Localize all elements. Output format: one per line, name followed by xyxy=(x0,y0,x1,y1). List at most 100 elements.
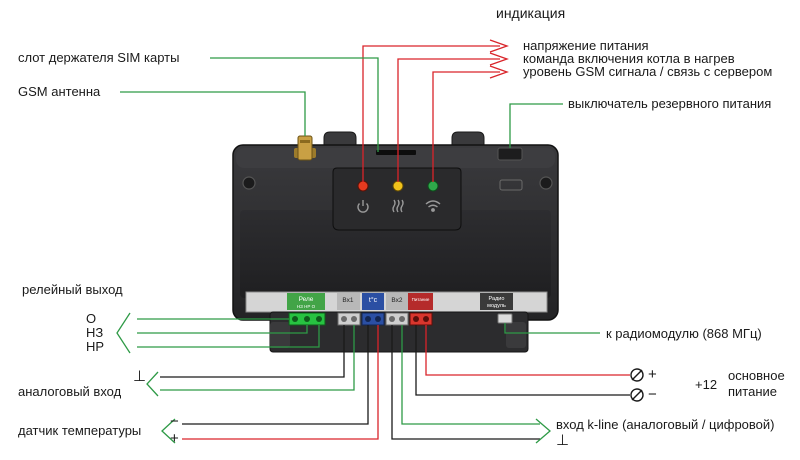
indication-bracket xyxy=(489,39,509,53)
input2-screw-b xyxy=(399,316,405,322)
relay-terminal-o: О xyxy=(312,304,316,309)
temp-bracket xyxy=(161,418,176,444)
top-leaders xyxy=(120,57,563,152)
temp-screw-b xyxy=(375,316,381,322)
input1-screw-a xyxy=(341,316,347,322)
leader-kline-ground xyxy=(391,325,540,440)
sim-slot xyxy=(376,150,416,155)
temp-sensor-leaders xyxy=(161,325,379,444)
label-boiler-command: команда включения котла в нагрев xyxy=(523,51,735,66)
analog-ground-symbol: ⊥ xyxy=(133,368,147,385)
screw-top-right xyxy=(539,176,553,190)
label-relay-nr: НР xyxy=(86,339,105,354)
analog-input-leaders xyxy=(146,325,355,397)
temp-terminal-block xyxy=(361,312,385,326)
label-power-voltage: напряжение питания xyxy=(523,38,649,53)
leader-relay-nz xyxy=(137,325,308,334)
input1-screw-b xyxy=(351,316,357,322)
leader-temp-plus xyxy=(182,325,379,440)
leader-gsm-level xyxy=(432,71,500,182)
kline-leaders xyxy=(391,325,551,444)
relay-screw-nr xyxy=(304,316,310,322)
label-relay-output: релейный выход xyxy=(22,282,123,297)
gsm-antenna-connector xyxy=(297,135,313,161)
leader-power-minus xyxy=(415,325,630,396)
indication-title: индикация xyxy=(496,5,566,21)
label-relay-o: О xyxy=(86,311,97,326)
label-relay-nz: НЗ xyxy=(86,325,104,340)
power-label-bg xyxy=(408,293,433,310)
leader-boiler-command xyxy=(397,58,500,182)
analog-bracket xyxy=(146,371,159,397)
input2-label-bg xyxy=(386,293,408,310)
kline-ground-symbol: ⊥ xyxy=(556,432,570,449)
input1-terminal-block xyxy=(337,312,361,326)
input2-label: Вх2 xyxy=(391,297,403,304)
leader-gsm-antenna xyxy=(120,91,306,136)
radio-label-line2: модуль xyxy=(487,303,506,309)
device-front-panel xyxy=(240,210,551,298)
radio-label-line1: Радио xyxy=(489,296,505,302)
relay-block-label-bg xyxy=(287,293,325,310)
label-kline-input: вход k-line (аналоговый / цифровой) xyxy=(556,417,775,432)
main-power-leaders xyxy=(415,325,644,402)
power-terminal-block xyxy=(409,312,433,326)
relay-leaders xyxy=(116,312,320,354)
input1-label: Вх1 xyxy=(342,297,354,304)
temp-plus-symbol: + xyxy=(170,430,179,447)
leader-backup-switch xyxy=(509,103,563,148)
power-screw-a xyxy=(413,316,419,322)
leader-temp-minus xyxy=(182,325,369,425)
backup-switch xyxy=(497,147,523,161)
controller-device: Реле НЗ НР О Вх1 t°c Вх2 Питание Радио м… xyxy=(232,131,559,353)
temp-minus-symbol: − xyxy=(170,413,179,430)
input2-terminal-block xyxy=(385,312,409,326)
heating-icon xyxy=(392,199,404,213)
led-boiler xyxy=(392,180,404,192)
power-minus-symbol: − xyxy=(648,386,657,403)
label-main-power-line1: основное xyxy=(728,368,785,383)
label-gsm-level: уровень GSM сигнала / связь с сервером xyxy=(523,64,773,79)
temp-screw-a xyxy=(365,316,371,322)
led-gsm xyxy=(427,180,439,192)
indication-bracket-low xyxy=(489,65,509,79)
input1-label-bg xyxy=(337,293,360,310)
power-screw-b xyxy=(423,316,429,322)
power-plus-symbol: + xyxy=(648,366,657,383)
leader-radio-module xyxy=(504,323,600,334)
indicator-panel xyxy=(332,167,462,231)
label-analog-input: аналоговый вход xyxy=(18,384,122,399)
label-backup-switch: выключатель резервного питания xyxy=(568,96,772,111)
relay-terminal-nr: НР xyxy=(304,304,310,309)
antenna-thread xyxy=(300,140,310,143)
indication-leaders xyxy=(362,39,509,182)
label-radio-module: к радиомодулю (868 МГц) xyxy=(606,326,762,341)
relay-block-label: Реле xyxy=(299,296,314,303)
leader-analog-ground xyxy=(160,325,345,378)
led-power xyxy=(357,180,369,192)
leader-relay-nr xyxy=(137,325,320,348)
power-block-label: Питание xyxy=(412,297,430,302)
kline-bracket xyxy=(535,418,551,444)
temp-block-label-bg xyxy=(362,293,384,310)
leader-power-voltage xyxy=(362,45,500,182)
label-main-power-voltage: +12 xyxy=(695,377,718,392)
screw-top-left xyxy=(242,176,256,190)
leader-kline-signal xyxy=(401,325,540,425)
label-main-power-line2: питание xyxy=(728,384,778,399)
relay-screw-nz xyxy=(292,316,298,322)
mounting-foot-right xyxy=(506,322,526,348)
input2-screw-a xyxy=(389,316,395,322)
leader-analog-signal xyxy=(160,325,355,391)
label-sim-slot: слот держателя SIM карты xyxy=(18,50,180,65)
indication-bracket-mid xyxy=(489,52,509,66)
mounting-foot-left xyxy=(270,322,290,348)
temp-block-label: t°c xyxy=(369,296,378,304)
relay-bracket xyxy=(116,312,131,354)
leader-sim-slot xyxy=(210,57,379,152)
relay-terminal-nz: НЗ xyxy=(297,304,303,309)
power-symbol-icon xyxy=(357,200,369,213)
leader-power-plus xyxy=(425,325,630,376)
io-badge xyxy=(499,179,523,191)
